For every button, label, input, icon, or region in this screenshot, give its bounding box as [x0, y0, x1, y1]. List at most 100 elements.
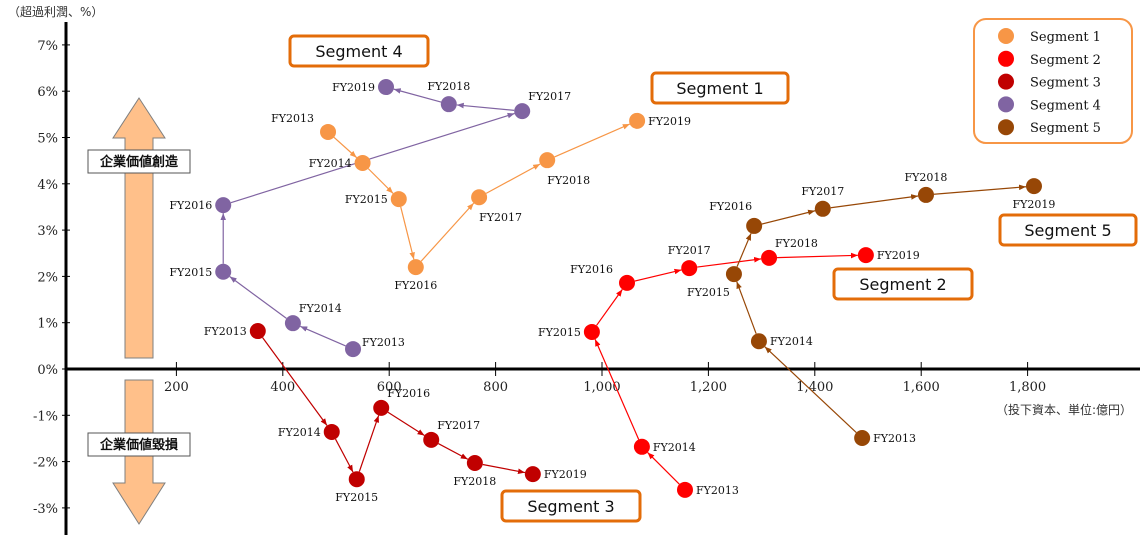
legend-marker [998, 96, 1014, 113]
segment-callout-box [500, 489, 642, 523]
data-point [423, 431, 440, 448]
segment-callout-box [288, 34, 430, 68]
y-tick-label: 5% [37, 132, 58, 147]
data-point-label: FY2019 [1013, 198, 1056, 211]
data-point [215, 197, 232, 214]
series-segment [764, 346, 857, 433]
data-point-label: FY2016 [387, 387, 430, 400]
x-tick-label: 200 [164, 380, 189, 395]
data-point-label: FY2017 [668, 244, 711, 257]
y-tick-label: -3% [33, 502, 58, 517]
series-segment [300, 325, 346, 347]
series-segment [647, 452, 680, 485]
data-point-label: FY2014 [770, 335, 813, 348]
data-point [345, 341, 362, 358]
data-point-label: FY2014 [309, 157, 352, 170]
data-point-label: FY2013 [362, 336, 405, 349]
data-point-label: FY2016 [169, 199, 212, 212]
data-point [407, 259, 424, 276]
data-point [583, 323, 600, 340]
data-point [320, 123, 337, 140]
data-point-label: FY2017 [437, 419, 480, 432]
series-segment [554, 123, 631, 158]
data-point [390, 191, 407, 208]
data-point-label: FY2016 [709, 200, 752, 213]
data-point-label: FY2017 [801, 185, 844, 198]
segment-callout-box [998, 213, 1138, 247]
data-point-label: FY2015 [169, 266, 212, 279]
data-point [1025, 178, 1042, 195]
data-point-label: FY2016 [570, 263, 613, 276]
data-point-label: FY2013 [204, 325, 247, 338]
data-point [629, 112, 646, 129]
series-segment [393, 88, 442, 103]
series-segment [358, 415, 380, 472]
legend-item-label: Segment 4 [1030, 98, 1101, 113]
legend-marker [998, 119, 1014, 136]
data-point [676, 481, 693, 498]
y-tick-label: 7% [37, 39, 58, 54]
series-segment [485, 163, 541, 194]
x-axis-title: （投下資本、単位:億円） [996, 402, 1132, 417]
segment-callout-box [832, 267, 974, 301]
series-segment [594, 339, 640, 440]
legend-box [973, 18, 1133, 144]
data-point-label: FY2014 [299, 302, 342, 315]
data-point-label: FY2018 [453, 475, 496, 488]
value-destruction-label-box [87, 432, 191, 457]
data-point [284, 315, 301, 332]
data-point [539, 152, 556, 169]
legend-item-label: Segment 3 [1030, 76, 1101, 91]
segment-callout-box [650, 71, 790, 105]
segment-callout-label: Segment 4 [315, 42, 402, 61]
x-tick-label: 600 [377, 380, 402, 395]
series-segment [230, 112, 515, 204]
series-segment [400, 206, 415, 260]
data-point-label: FY2014 [278, 426, 321, 439]
y-tick-label: 6% [37, 85, 58, 100]
value-destruction-label: 企業価値毀損 [99, 437, 179, 453]
y-axis-title: （超過利潤、%） [8, 4, 103, 19]
segment-callout-label: Segment 2 [859, 275, 946, 294]
data-point [348, 471, 365, 488]
value-creation-arrow [112, 97, 166, 359]
data-point-label: FY2018 [905, 171, 948, 184]
data-point-label: FY2013 [873, 432, 916, 445]
series-segment [596, 289, 623, 326]
series-segment [761, 209, 816, 225]
data-point-label: FY2013 [696, 484, 739, 497]
y-tick-label: 2% [37, 270, 58, 285]
legend-item-label: Segment 2 [1030, 53, 1101, 68]
data-point [746, 217, 763, 234]
data-point-label: FY2013 [271, 112, 314, 125]
series-segment [634, 268, 682, 282]
data-point-label: FY2018 [775, 237, 818, 250]
segment-callout-label: Segment 1 [676, 79, 763, 98]
series-segment [367, 168, 394, 194]
series-segment [697, 257, 762, 268]
legend-item-label: Segment 1 [1030, 30, 1101, 45]
data-point-label: FY2019 [648, 115, 691, 128]
legend-marker [998, 28, 1014, 44]
y-tick-label: 1% [37, 317, 58, 332]
data-point [215, 263, 232, 280]
data-point [373, 399, 390, 416]
data-point [524, 466, 541, 483]
data-point-label: FY2015 [335, 491, 378, 504]
data-point-label: FY2019 [544, 468, 587, 481]
series-segment [482, 463, 526, 475]
series-lines [220, 88, 1027, 485]
data-point [917, 186, 934, 203]
x-tick-label: 1,400 [796, 380, 833, 395]
data-point [249, 323, 266, 340]
legend-marker [998, 50, 1014, 67]
data-point [466, 454, 483, 471]
segment-callouts: Segment 1 Segment 2 Segment 3 Segment 4 Segm… [288, 34, 1138, 523]
data-point [750, 333, 767, 350]
series-segment [456, 102, 515, 111]
series-segment [736, 281, 757, 334]
